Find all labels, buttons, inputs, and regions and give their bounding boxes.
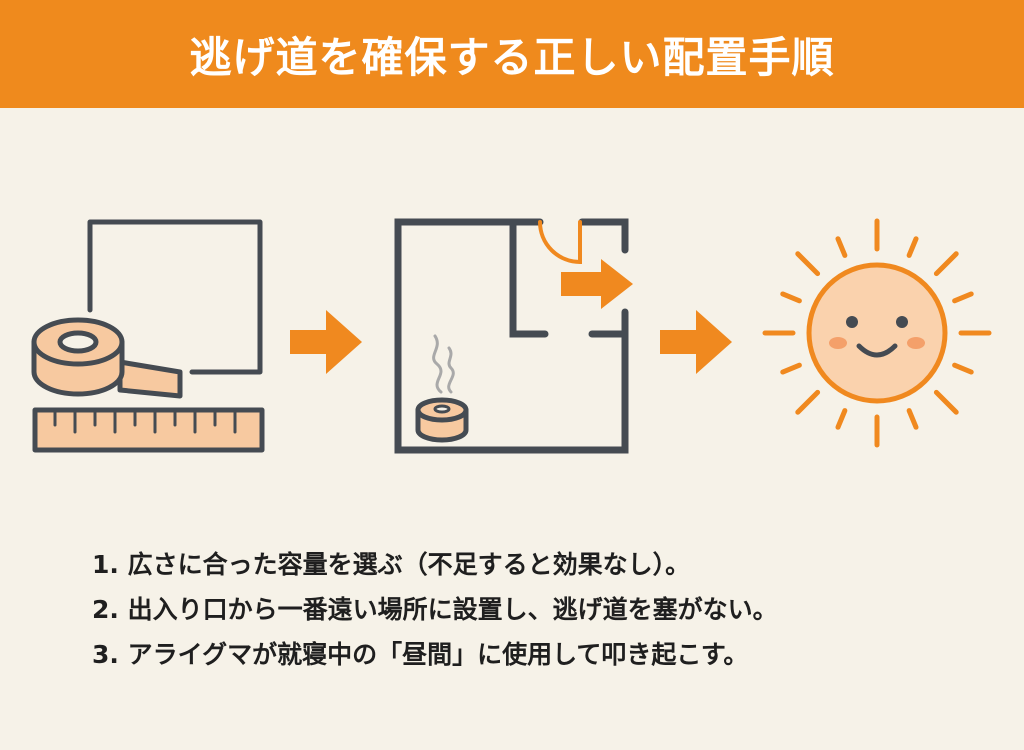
floor-plan-smoke-can-icon bbox=[394, 218, 633, 454]
header-banner: 逃げ道を確保する正しい配置手順 bbox=[0, 0, 1024, 108]
sun-ray bbox=[795, 251, 821, 277]
sun-ray bbox=[835, 408, 848, 430]
sun-ray bbox=[906, 408, 919, 430]
arrow-right-icon bbox=[660, 310, 732, 374]
sun-ray bbox=[933, 389, 959, 415]
steps-list: 1. 広さに合った容量を選ぶ（不足すると効果なし）。 2. 出入り口から一番遠い… bbox=[92, 542, 778, 677]
sun-ray bbox=[780, 291, 802, 304]
smiling-sun-icon bbox=[762, 218, 992, 448]
page-title: 逃げ道を確保する正しい配置手順 bbox=[189, 32, 835, 82]
sun-ray bbox=[952, 291, 974, 304]
step-item: 3. アライグマが就寝中の「昼間」に使用して叩き起こす。 bbox=[92, 640, 749, 669]
arrow-right-icon bbox=[290, 310, 362, 374]
tape-measure-room-icon bbox=[31, 219, 265, 453]
step-item: 2. 出入り口から一番遠い場所に設置し、逃げ道を塞がない。 bbox=[92, 595, 778, 624]
sun-ray bbox=[933, 251, 959, 277]
sun-ray bbox=[795, 389, 821, 415]
sun-ray bbox=[952, 362, 974, 375]
sun-ray bbox=[780, 362, 802, 375]
sun-ray bbox=[835, 236, 848, 258]
step-item: 1. 広さに合った容量を選ぶ（不足すると効果なし）。 bbox=[92, 550, 691, 579]
sun-ray bbox=[906, 236, 919, 258]
